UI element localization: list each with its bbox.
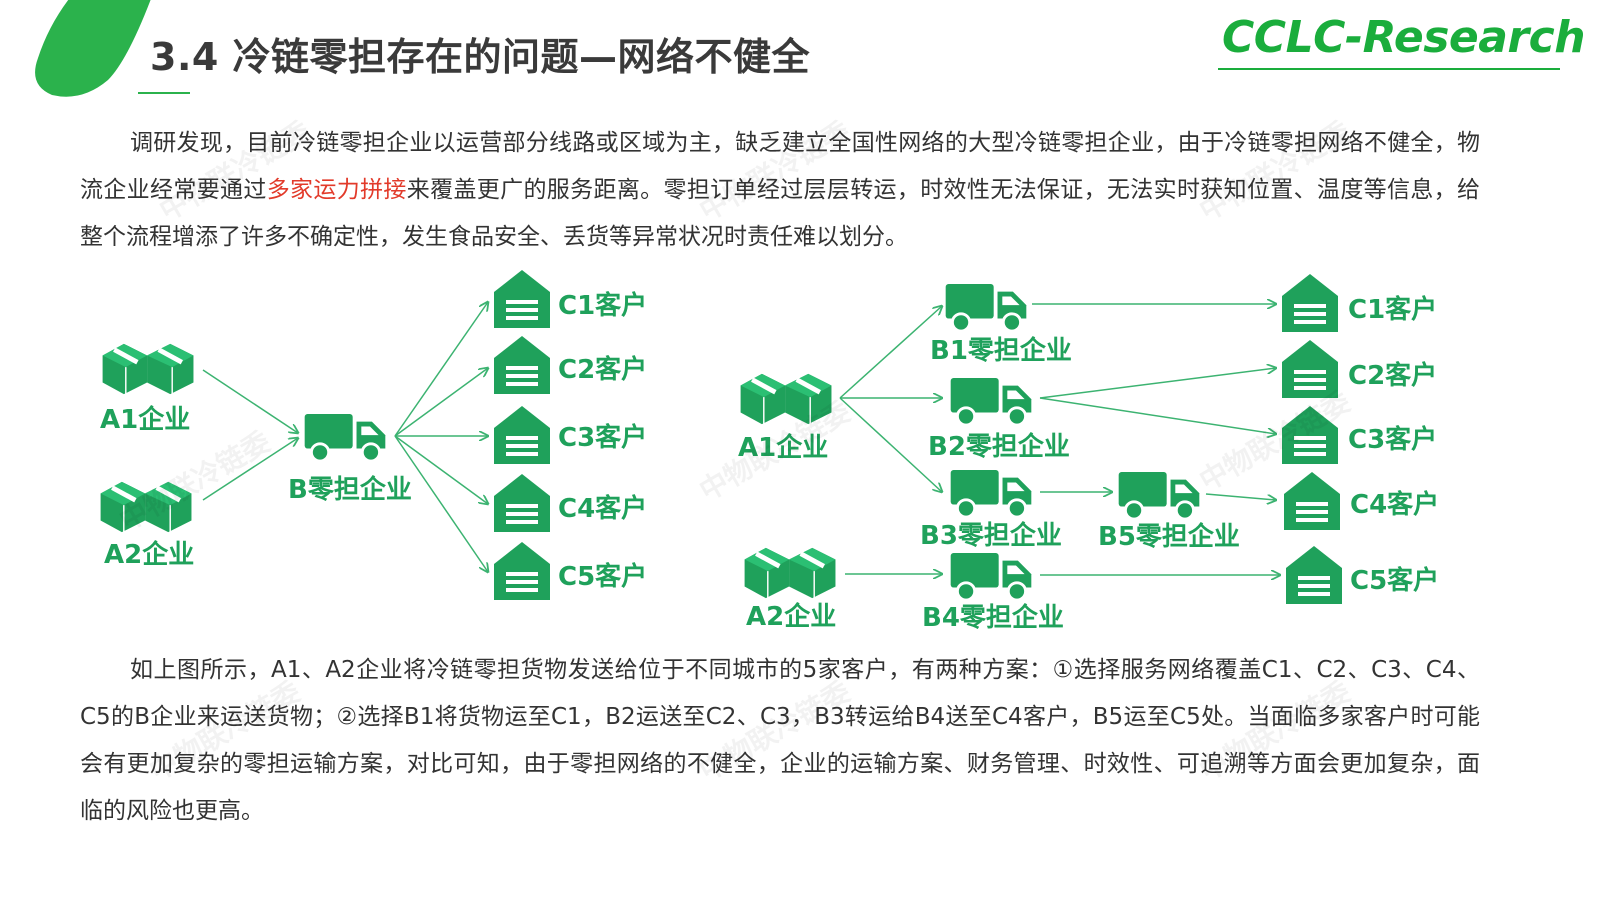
right-customer-c5: C5客户: [1350, 565, 1439, 596]
truck-icon: [1118, 472, 1200, 520]
edge-b-c2: [394, 368, 488, 437]
intro-text-after: 来覆盖更广的服务距离。零担订单经过层层转运，时效性无法保证，无法实时获知位置、温…: [80, 177, 1481, 250]
intro-paragraph: 调研发现，目前冷链零担企业以运营部分线路或区域为主，缺乏建立全国性网络的大型冷链…: [80, 120, 1480, 261]
right-diagram: A1企业 A2企业 B1零担企业 B2零担企业 B3零担企业 B5零担企业 B4…: [738, 274, 1439, 633]
edge-b-c4: [394, 435, 488, 504]
warehouse-icon: [1286, 546, 1342, 604]
edge-b-c1: [394, 302, 488, 437]
truck-icon: [950, 378, 1032, 426]
warehouse-icon: [1284, 472, 1340, 530]
warehouse-icon: [494, 270, 550, 328]
corner-decoration: [35, 0, 151, 97]
edge-b-c5: [394, 435, 488, 572]
right-carrier-b2: B2零担企业: [928, 431, 1070, 462]
right-customer-c2: C2客户: [1348, 360, 1437, 391]
left-customer-c1: C1客户: [558, 290, 647, 321]
left-carrier-b: B零担企业: [288, 474, 412, 505]
truck-icon: [945, 284, 1027, 332]
boxes-icon: [741, 374, 832, 424]
left-shipper-a2: A2企业: [104, 539, 194, 570]
brand-underline: [1218, 68, 1560, 70]
right-carrier-b5: B5零担企业: [1098, 521, 1240, 552]
edge-b2-c3: [1039, 397, 1276, 434]
truck-icon: [950, 470, 1032, 518]
edge-a1-b1: [839, 306, 942, 399]
right-customer-c1: C1客户: [1348, 294, 1437, 325]
boxes-icon: [745, 548, 836, 598]
left-customer-c3: C3客户: [558, 422, 647, 453]
truck-icon: [950, 553, 1032, 601]
warehouse-icon: [1282, 340, 1338, 398]
intro-highlight: 多家运力拼接: [266, 177, 407, 203]
intro-text-before: 调研发现，目前冷链零担企业以运营部分线路或区域为主，缺乏建立全国性网络的大型冷链…: [80, 130, 1480, 203]
warehouse-icon: [1282, 274, 1338, 332]
left-customer-c2: C2客户: [558, 354, 647, 385]
warehouse-icon: [494, 474, 550, 532]
warehouse-icon: [494, 336, 550, 394]
page-title: 3.4 冷链零担存在的问题—网络不健全: [150, 35, 811, 79]
conclusion-paragraph: 如上图所示，A1、A2企业将冷链零担货物发送给位于不同城市的5家客户，有两种方案…: [80, 657, 1480, 824]
edge-a1-b3: [839, 397, 942, 492]
right-carrier-b4: B4零担企业: [922, 602, 1064, 633]
left-customer-c4: C4客户: [558, 493, 647, 524]
boxes-icon: [101, 482, 192, 532]
right-carrier-b1: B1零担企业: [930, 335, 1072, 366]
left-diagram: A1企业 A2企业 B零担企业 C1客户 C2客户 C3客户 C4客户 C5客户: [100, 270, 647, 600]
right-shipper-a2: A2企业: [746, 601, 836, 632]
warehouse-icon: [494, 406, 550, 464]
left-shipper-a1: A1企业: [100, 404, 190, 435]
right-shipper-a1: A1企业: [738, 432, 828, 463]
left-customer-c5: C5客户: [558, 561, 647, 592]
warehouse-icon: [1282, 406, 1338, 464]
right-customer-c4: C4客户: [1350, 489, 1439, 520]
brand-logo: CCLC-Research: [1222, 12, 1586, 63]
edge-b5-c4: [1205, 493, 1276, 500]
warehouse-icon: [494, 542, 550, 600]
edge-b2-c2: [1039, 368, 1276, 399]
edge-a2-b: [202, 438, 298, 501]
title-underline: [138, 92, 190, 94]
right-carrier-b3: B3零担企业: [920, 520, 1062, 551]
truck-icon: [304, 414, 386, 462]
right-customer-c3: C3客户: [1348, 424, 1437, 455]
boxes-icon: [103, 344, 194, 394]
edge-a1-b: [202, 369, 298, 433]
